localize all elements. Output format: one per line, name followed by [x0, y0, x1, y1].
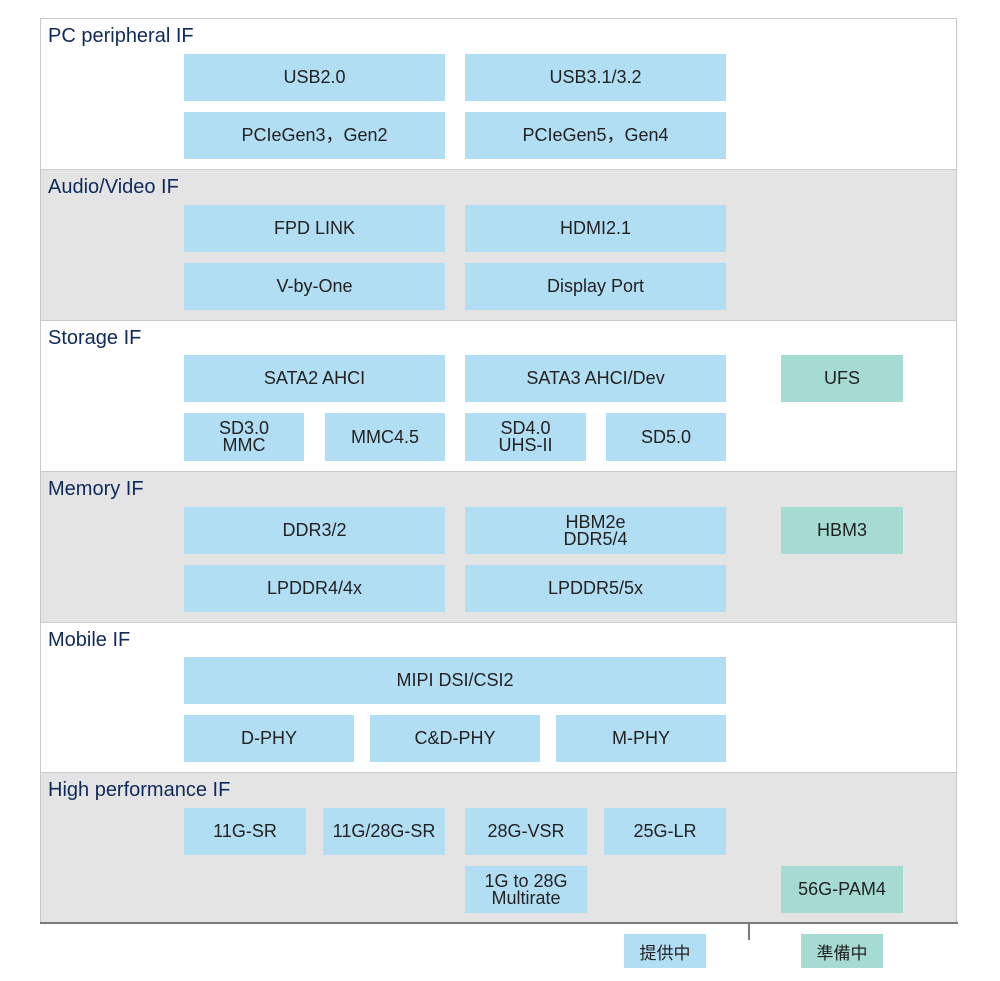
interface-box-ufs: UFS	[781, 355, 903, 402]
interface-box-mipi-dsi-csi2: MIPI DSI/CSI2	[184, 657, 726, 704]
legend-provided: 提供中	[624, 934, 706, 968]
section-title: Mobile IF	[48, 629, 131, 651]
legend-preparing-label: 準備中	[816, 943, 868, 964]
interface-box-label: SD5.0	[640, 426, 692, 447]
section-title: Storage IF	[48, 327, 142, 349]
interface-box-label: MMC4.5	[350, 426, 419, 447]
interface-box-mmc4-5: MMC4.5	[325, 413, 445, 461]
interface-box-label: PCIeGen5，Gen4	[522, 125, 669, 145]
interface-box-label: MMC	[222, 435, 266, 455]
interface-box-lpddr4-4x: LPDDR4/4x	[184, 565, 445, 612]
interface-box-d-phy: D-PHY	[184, 715, 354, 762]
interface-box-25g-lr: 25G-LR	[604, 808, 726, 855]
interface-box-label: Display Port	[546, 276, 645, 296]
legend-baseline	[40, 922, 958, 924]
interface-box-label: 1G to 28G	[484, 870, 568, 891]
interface-box-label: HBM2e	[565, 511, 626, 532]
interface-box-sata2-ahci: SATA2 AHCI	[184, 355, 445, 402]
interface-box-usb2-0: USB2.0	[184, 54, 445, 101]
interface-box-label: UHS-II	[498, 435, 553, 455]
interface-box-label: USB2.0	[283, 67, 346, 87]
interface-box-label: SATA3 AHCI/Dev	[526, 368, 665, 388]
interface-box-label: PCIeGen3，Gen2	[241, 125, 388, 145]
interface-box-hbm3: HBM3	[781, 507, 903, 554]
interface-box-label: SD3.0	[218, 418, 270, 438]
interface-box-label: SD4.0	[500, 418, 551, 438]
section-title: Memory IF	[48, 478, 144, 500]
interface-box-label: 11G/28G-SR	[332, 821, 436, 841]
interface-box-label: UFS	[824, 368, 860, 388]
interface-box-label: USB3.1/3.2	[549, 67, 642, 87]
interface-box-c-d-phy: C&D-PHY	[370, 715, 540, 762]
interface-box-display-port: Display Port	[465, 263, 726, 310]
interface-box-label: M-PHY	[612, 728, 670, 748]
interface-box-label: D-PHY	[240, 728, 297, 748]
interface-box-label: Multirate	[491, 887, 561, 908]
section-title: Audio/Video IF	[48, 176, 179, 198]
section-title: High performance IF	[48, 779, 231, 801]
interface-box-fpd-link: FPD LINK	[184, 205, 445, 252]
interface-box-11g-28g-sr: 11G/28G-SR	[323, 808, 445, 855]
section-title: PC peripheral IF	[48, 25, 194, 47]
interface-box-56g-pam4: 56G-PAM4	[781, 866, 903, 913]
interface-box-label: DDR3/2	[282, 520, 347, 540]
interface-box-label: 56G-PAM4	[798, 879, 886, 899]
interface-box-label: V-by-One	[276, 276, 353, 296]
interface-box-label: DDR5/4	[563, 528, 628, 549]
interface-box-usb3-1-3-2: USB3.1/3.2	[465, 54, 726, 101]
interface-box-hdmi2-1: HDMI2.1	[465, 205, 726, 252]
interface-box-label: 11G-SR	[213, 821, 277, 841]
interface-box-label: MIPI DSI/CSI2	[396, 670, 514, 690]
interface-box-sata3-ahci-dev: SATA3 AHCI/Dev	[465, 355, 726, 402]
legend-provided-label: 提供中	[639, 943, 691, 964]
interface-box-11g-sr: 11G-SR	[184, 808, 306, 855]
interface-box-label: LPDDR5/5x	[547, 578, 644, 598]
interface-box-label: HDMI2.1	[559, 218, 631, 238]
interface-box-label: SATA2 AHCI	[263, 368, 366, 388]
interface-box-lpddr5-5x: LPDDR5/5x	[465, 565, 726, 612]
interface-box-label: LPDDR4/4x	[266, 578, 363, 598]
interface-box-label: HBM3	[816, 520, 867, 540]
interface-box-m-phy: M-PHY	[556, 715, 726, 762]
interface-box-ddr3-2: DDR3/2	[184, 507, 445, 554]
interface-box-pciegen3-gen2: PCIeGen3，Gen2	[184, 112, 445, 159]
interface-box-sd5-0: SD5.0	[606, 413, 726, 461]
interface-box-label: 28G-VSR	[487, 821, 565, 841]
interface-box-label: 25G-LR	[633, 821, 697, 841]
interface-box-label: FPD LINK	[273, 218, 356, 238]
interface-box-v-by-one: V-by-One	[184, 263, 445, 310]
interface-box-label: C&D-PHY	[414, 728, 496, 748]
interface-box-pciegen5-gen4: PCIeGen5，Gen4	[465, 112, 726, 159]
legend-divider-tick	[748, 923, 750, 940]
legend-preparing: 準備中	[801, 934, 883, 968]
interface-box-28g-vsr: 28G-VSR	[465, 808, 587, 855]
